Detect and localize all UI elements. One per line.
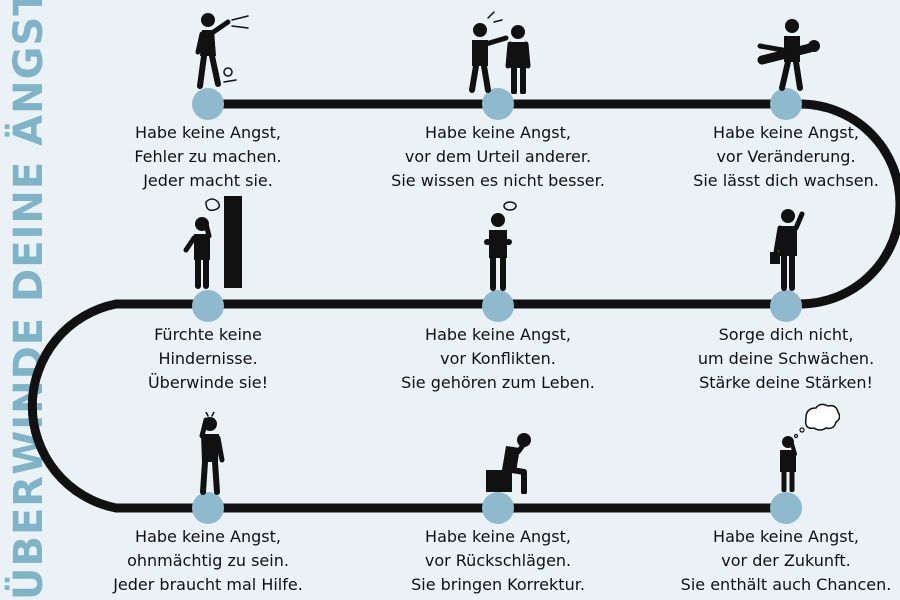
caption-line: Habe keine Angst, [135, 527, 281, 546]
caption-line: Stärke deine Stärken! [699, 373, 873, 392]
timeline-node [482, 88, 514, 120]
caption-line: vor Konflikten. [440, 349, 556, 368]
caption-line: Habe keine Angst, [713, 123, 859, 142]
step-caption: Habe keine Angst, vor der Zukunft. Sie ent… [636, 525, 900, 597]
step-caption: Habe keine Angst, vor Konflikten. Sie gehö… [348, 323, 648, 395]
wall-obstacle-icon [183, 196, 242, 289]
thinking-businessman-icon [770, 209, 805, 291]
timeline-node [770, 88, 802, 120]
carrying-person-icon [757, 19, 820, 91]
frustrated-person-icon [195, 13, 249, 89]
caption-line: Überwinde sie! [147, 373, 269, 392]
sitting-sad-person-icon [486, 433, 531, 494]
pointing-person-icon [469, 11, 531, 94]
timeline-node [770, 492, 802, 524]
caption-line: Habe keine Angst, [713, 527, 859, 546]
caption-line: Fehler zu machen. [134, 147, 282, 166]
timeline-node [482, 492, 514, 524]
caption-line: Habe keine Angst, [425, 527, 571, 546]
caption-line: Hindernisse. [158, 349, 258, 368]
step-caption: Habe keine Angst, vor Rückschlägen. Sie br… [348, 525, 648, 597]
caption-line: Habe keine Angst, [425, 123, 571, 142]
caption-line: Jeder macht sie. [143, 171, 273, 190]
caption-line: vor der Zukunft. [721, 551, 851, 570]
caption-line: Habe keine Angst, [135, 123, 281, 142]
caption-line: Habe keine Angst, [425, 325, 571, 344]
caption-line: Sie lässt dich wachsen. [693, 171, 879, 190]
timeline-node [770, 290, 802, 322]
caption-line: Fürchte keine [154, 325, 262, 344]
caption-line: Sorge dich nicht, [718, 325, 854, 344]
caption-line: Jeder braucht mal Hilfe. [113, 575, 303, 594]
caption-line: Sie gehören zum Leben. [401, 373, 595, 392]
caption-line: vor dem Urteil anderer. [404, 147, 592, 166]
caption-line: Sie wissen es nicht besser. [391, 171, 605, 190]
step-caption: Habe keine Angst, Fehler zu machen. Jeder … [58, 121, 358, 193]
exhausted-person-icon [199, 412, 225, 495]
timeline-nodes [192, 88, 802, 524]
arms-crossed-person-icon [484, 201, 517, 291]
caption-line: vor Veränderung. [716, 147, 856, 166]
step-caption: Habe keine Angst, ohnmächtig zu sein. Jede… [58, 525, 358, 597]
caption-line: um deine Schwächen. [697, 349, 875, 368]
timeline-node [192, 88, 224, 120]
dreaming-person-icon [780, 403, 840, 492]
step-caption: Sorge dich nicht, um deine Schwächen. Stär… [636, 323, 900, 395]
caption-line: Sie bringen Korrektur. [411, 575, 585, 594]
step-caption: Habe keine Angst, vor dem Urteil anderer.… [348, 121, 648, 193]
caption-line: ohnmächtig zu sein. [127, 551, 289, 570]
timeline-node [192, 492, 224, 524]
timeline-node [482, 290, 514, 322]
caption-line: Sie enthält auch Chancen. [680, 575, 892, 594]
caption-line: vor Rückschlägen. [424, 551, 572, 570]
step-caption: Habe keine Angst, vor Veränderung. Sie läs… [636, 121, 900, 193]
timeline-node [192, 290, 224, 322]
